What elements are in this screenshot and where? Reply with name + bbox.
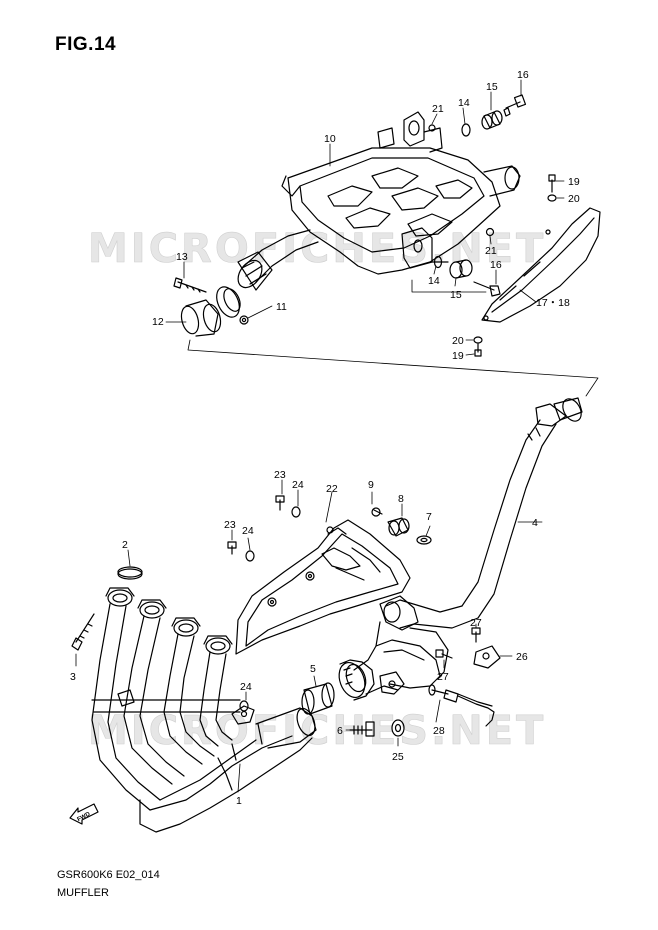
callout-8: 8 — [398, 493, 404, 505]
center-pipe-4 — [385, 397, 583, 629]
callout-5: 5 — [310, 663, 316, 675]
callout-15-top: 15 — [486, 81, 498, 93]
clamp-11 — [216, 286, 249, 325]
leader-lines-lower — [75, 479, 543, 793]
leader-lines-upper — [165, 79, 599, 397]
callout-23-mid: 23 — [224, 519, 236, 531]
heat-cover-22 — [235, 519, 411, 655]
callout-15-mid: 15 — [450, 289, 462, 301]
watermark-lower: MICROFICHES.NET — [88, 708, 546, 754]
callout-2: 2 — [122, 539, 128, 551]
callout-9: 9 — [368, 479, 374, 491]
figure-name: MUFFLER — [57, 887, 109, 899]
callout-11: 11 — [276, 301, 287, 313]
heat-shield-17-18 — [481, 207, 601, 323]
watermark-upper: MICROFICHES.NET — [88, 226, 546, 272]
exhaust-manifold-1 — [91, 587, 317, 833]
fwd-arrow-icon — [69, 803, 99, 825]
callout-23-top: 23 — [274, 469, 286, 481]
bolt-13 — [173, 277, 207, 293]
callout-21-top: 21 — [432, 103, 444, 115]
catalyzer-chamber — [338, 595, 449, 701]
callout-22: 22 — [326, 483, 338, 495]
callout-24-mid: 24 — [242, 525, 254, 537]
callout-4: 4 — [532, 517, 538, 529]
callout-14-top: 14 — [458, 97, 470, 109]
callout-16-mid: 16 — [490, 259, 502, 271]
callout-1: 1 — [236, 795, 242, 807]
callout-labels: 16 15 14 21 10 19 20 21 13 14 15 16 17・1… — [70, 69, 580, 823]
callout-3: 3 — [70, 671, 76, 683]
callout-28: 28 — [433, 725, 445, 737]
callout-19-top: 19 — [568, 176, 580, 188]
callout-20-bottom: 20 — [452, 335, 464, 347]
callout-12: 12 — [152, 316, 164, 328]
callout-21-mid: 21 — [485, 245, 497, 257]
figure-title: FIG.14 — [55, 34, 117, 55]
callout-25: 25 — [392, 751, 404, 763]
callout-14-mid: 14 — [428, 275, 440, 287]
lower-hardware — [69, 495, 501, 825]
callout-26: 26 — [516, 651, 528, 663]
callout-19-bottom: 19 — [452, 350, 464, 362]
callout-27-left: 27 — [437, 671, 449, 683]
upper-hardware — [428, 94, 557, 357]
callout-13: 13 — [176, 251, 188, 263]
callout-10: 10 — [324, 133, 336, 145]
callout-20-top: 20 — [568, 193, 580, 205]
callout-24-top: 24 — [292, 479, 304, 491]
figure-code: GSR600K6 E02_014 — [57, 869, 160, 881]
callout-27-right: 27 — [470, 617, 482, 629]
gasket-12 — [180, 299, 222, 337]
callout-7: 7 — [426, 511, 432, 523]
callout-6: 6 — [337, 725, 343, 737]
callout-16-top: 16 — [517, 69, 529, 81]
silencer-body — [237, 111, 521, 291]
callout-17-18: 17・18 — [536, 297, 570, 309]
callout-24-bottom: 24 — [240, 681, 252, 693]
